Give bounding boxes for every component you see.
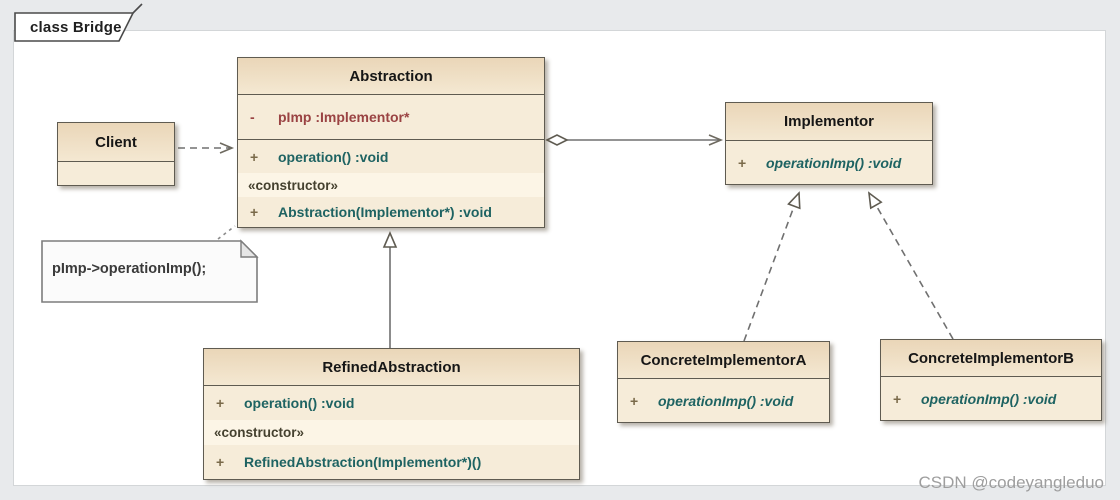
frame-tab-label: class Bridge bbox=[30, 19, 122, 36]
class-box-concrete-implementor-a: ConcreteImplementorA + operationImp() :v… bbox=[617, 341, 830, 423]
operation-row: + operation() :void bbox=[204, 386, 579, 420]
note-shape bbox=[41, 239, 259, 303]
class-name: Abstraction bbox=[238, 58, 544, 94]
constructor-text: RefinedAbstraction(Implementor*)() bbox=[244, 454, 482, 470]
realization-concreteB-implementor bbox=[867, 191, 954, 340]
frame-tab-shape bbox=[14, 3, 143, 42]
visibility-sign: + bbox=[250, 204, 259, 220]
class-box-implementor: Implementor + operationImp() :void bbox=[725, 102, 933, 185]
operation-text: operation() :void bbox=[278, 148, 389, 165]
watermark-text: CSDN @codeyangleduo bbox=[918, 473, 1104, 492]
class-name: RefinedAbstraction bbox=[204, 349, 579, 385]
class-box-abstraction: Abstraction - pImp :Implementor* + opera… bbox=[237, 57, 545, 228]
operation-text: operationImp() :void bbox=[921, 390, 1057, 407]
visibility-sign: + bbox=[216, 454, 225, 470]
operation-row: + operation() :void bbox=[238, 140, 544, 173]
class-box-concrete-implementor-b: ConcreteImplementorB + operationImp() :v… bbox=[880, 339, 1102, 421]
visibility-sign: - bbox=[250, 109, 255, 125]
stereotype-label: «constructor» bbox=[238, 173, 544, 197]
class-empty-compartment bbox=[58, 161, 174, 185]
operations-compartment: + operation() :void «constructor» + Abst… bbox=[238, 139, 544, 227]
visibility-sign: + bbox=[630, 392, 639, 409]
operation-text: operation() :void bbox=[244, 395, 355, 411]
constructor-text: Abstraction(Implementor*) :void bbox=[278, 204, 492, 220]
visibility-sign: + bbox=[250, 148, 259, 165]
class-name: Client bbox=[58, 123, 174, 161]
realization-concreteA-implementor bbox=[743, 191, 801, 342]
attribute-row: - pImp :Implementor* bbox=[238, 94, 544, 139]
operation-row: + operationImp() :void bbox=[726, 140, 932, 184]
note-text: pImp->operationImp(); bbox=[52, 261, 207, 277]
operation-text: operationImp() :void bbox=[658, 392, 794, 409]
class-name: ConcreteImplementorB bbox=[881, 340, 1101, 376]
operation-row: + operationImp() :void bbox=[881, 376, 1101, 420]
constructor-row: + RefinedAbstraction(Implementor*)() bbox=[204, 445, 579, 479]
class-name: Implementor bbox=[726, 103, 932, 140]
visibility-sign: + bbox=[738, 154, 747, 171]
visibility-sign: + bbox=[893, 390, 902, 407]
constructor-row: + Abstraction(Implementor*) :void bbox=[238, 197, 544, 227]
class-name: ConcreteImplementorA bbox=[618, 342, 829, 378]
stereotype-label: «constructor» bbox=[204, 420, 579, 445]
operations-compartment: + operation() :void «constructor» + Refi… bbox=[204, 385, 579, 479]
class-box-client: Client bbox=[57, 122, 175, 186]
operation-row: + operationImp() :void bbox=[618, 378, 829, 422]
class-box-refined-abstraction: RefinedAbstraction + operation() :void «… bbox=[203, 348, 580, 480]
operation-text: operationImp() :void bbox=[766, 154, 902, 171]
note-link bbox=[217, 225, 236, 240]
visibility-sign: + bbox=[216, 395, 225, 411]
attribute-text: pImp :Implementor* bbox=[278, 109, 410, 125]
